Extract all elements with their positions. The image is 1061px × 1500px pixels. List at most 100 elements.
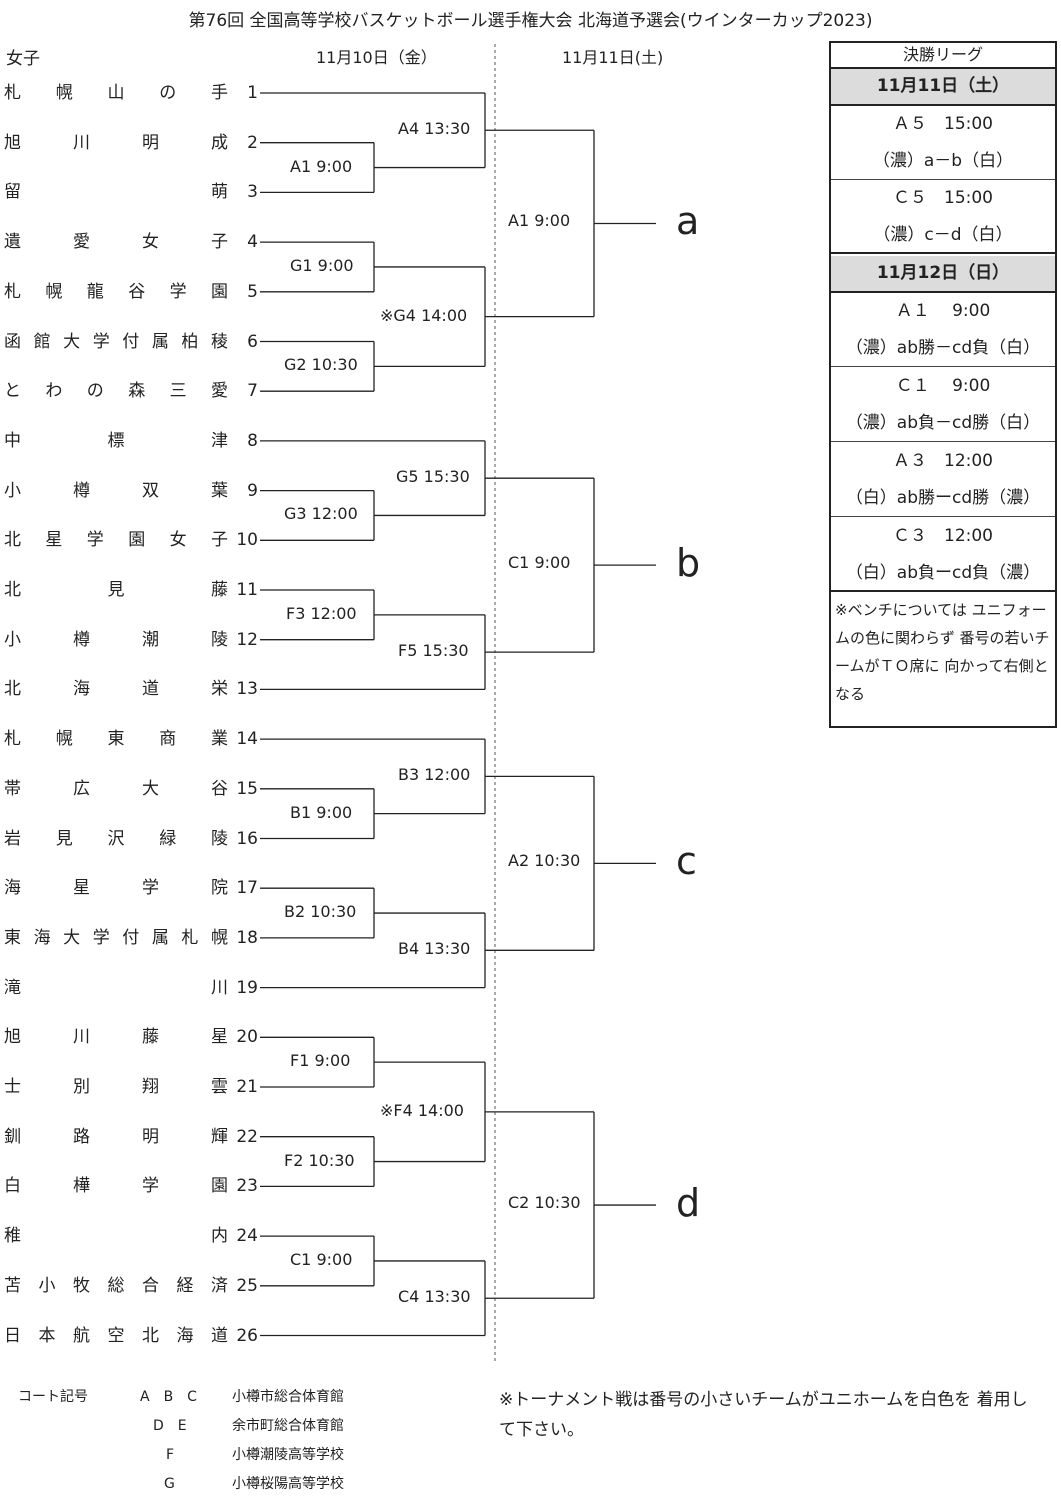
court-codes: D E <box>153 1418 187 1434</box>
team-name: 滝川 <box>4 977 228 998</box>
team-seed-number: 18 <box>236 927 258 948</box>
group-letter: a <box>676 199 700 244</box>
team-name: 白樺学園 <box>4 1176 228 1197</box>
final-game-time: Ａ５ 15:00 <box>893 114 993 134</box>
team-seed-number: 15 <box>236 778 258 799</box>
page-title: 第76回 全国高等学校バスケットボール選手権大会 北海道予選会(ウインターカップ… <box>188 11 873 31</box>
group-letter: c <box>676 839 697 884</box>
team-name: 北見藤 <box>4 580 228 600</box>
round3-match-label: C1 9:00 <box>506 553 573 574</box>
round1-match-label: F1 9:00 <box>288 1051 353 1072</box>
final-day1-label: 11月11日（土） <box>831 69 1055 106</box>
team-name: 稚内 <box>4 1226 228 1247</box>
court-venue: 小樽市総合体育館 <box>232 1389 344 1405</box>
final-game-time: Ｃ１ 9:00 <box>895 376 991 396</box>
team-seed-number: 20 <box>236 1027 258 1048</box>
team-name: 函館大学付属柏稜 <box>4 331 228 352</box>
round2-match-label: B4 13:30 <box>396 939 473 960</box>
team-name: 帯広大谷 <box>4 778 228 799</box>
team-name: 旭川藤星 <box>4 1027 228 1048</box>
final-game-matchup: （濃）c－d（白） <box>873 225 1013 245</box>
team-seed-number: 5 <box>247 281 258 302</box>
team-seed-number: 23 <box>236 1176 258 1197</box>
team-name: 岩見沢緑陵 <box>4 828 228 849</box>
round3-match-label: C2 10:30 <box>506 1193 583 1214</box>
team-seed-number: 11 <box>236 580 258 600</box>
final-game-time: Ａ１ 9:00 <box>895 301 991 321</box>
round2-match-label: C4 13:30 <box>396 1287 473 1308</box>
division-label: 女子 <box>6 49 40 69</box>
round2-match-label: F5 15:30 <box>396 641 471 662</box>
round1-match-label: G2 10:30 <box>282 355 360 376</box>
court-legend-label: コート記号 <box>18 1389 88 1405</box>
team-seed-number: 14 <box>236 729 258 750</box>
round1-match-label: B2 10:30 <box>282 902 359 923</box>
round2-match-label: ※G4 14:00 <box>378 305 470 326</box>
round2-match-label: G5 15:30 <box>394 467 472 488</box>
team-seed-number: 24 <box>236 1226 258 1247</box>
team-name: 海星学院 <box>4 878 228 899</box>
round3-match-label: A2 10:30 <box>506 851 583 872</box>
court-codes: A B C <box>140 1389 197 1405</box>
final-league-header: 決勝リーグ <box>831 43 1055 69</box>
team-name: 北海道栄 <box>4 679 228 700</box>
team-name: 小樽潮陵 <box>4 629 228 650</box>
date-day1: 11月10日（金） <box>316 48 437 67</box>
team-seed-number: 22 <box>236 1126 258 1147</box>
final-game-matchup: （濃）a－b（白） <box>872 151 1014 171</box>
team-seed-number: 17 <box>236 878 258 899</box>
round1-match-label: F3 12:00 <box>284 603 359 624</box>
team-seed-number: 6 <box>247 331 258 352</box>
team-seed-number: 7 <box>247 381 258 402</box>
final-game-matchup: （濃）ab負－cd勝（白） <box>845 413 1041 433</box>
team-seed-number: 9 <box>247 480 258 501</box>
bench-note: ※ベンチについては ユニフォームの色に関わらず 番号の若いチームがＴＯ席に 向か… <box>835 601 1050 703</box>
court-venue: 小樽桜陽高等学校 <box>232 1476 344 1492</box>
final-game-time: Ｃ５ 15:00 <box>893 188 993 208</box>
court-codes: G <box>164 1476 175 1492</box>
final-league-panel: 決勝リーグ 11月11日（土） Ａ５ 15:00 （濃）a－b（白） Ｃ５ 15… <box>829 41 1057 728</box>
team-seed-number: 16 <box>236 828 258 849</box>
team-name: とわの森三愛 <box>4 381 228 402</box>
team-name: 札幌山の手 <box>4 83 228 103</box>
final-game-time: Ａ３ 12:00 <box>893 451 993 471</box>
team-name: 士別翔雲 <box>4 1077 228 1097</box>
team-seed-number: 13 <box>236 679 258 700</box>
team-seed-number: 25 <box>236 1275 258 1296</box>
final-game: Ａ３ 12:00 （白）ab勝ーcd勝（濃） <box>831 443 1055 517</box>
final-game: Ａ１ 9:00 （濃）ab勝－cd負（白） <box>831 293 1055 367</box>
team-seed-number: 3 <box>247 182 258 203</box>
team-name: 東海大学付属札幌 <box>4 927 228 948</box>
team-name: 苫小牧総合経済 <box>4 1275 228 1296</box>
round1-match-label: B1 9:00 <box>288 802 355 823</box>
team-seed-number: 1 <box>247 83 258 103</box>
team-name: 旭川明成 <box>4 132 228 153</box>
round1-match-label: G1 9:00 <box>288 255 356 276</box>
round2-match-label: A4 13:30 <box>396 119 473 140</box>
team-seed-number: 26 <box>236 1325 258 1346</box>
team-name: 札幌東商業 <box>4 729 228 750</box>
final-game: Ｃ３ 12:00 （白）ab負ーcd負（濃） <box>831 518 1055 592</box>
team-name: 日本航空北海道 <box>4 1325 228 1346</box>
group-letter: d <box>676 1181 701 1226</box>
round2-match-label: ※F4 14:00 <box>378 1100 466 1121</box>
final-day2-label: 11月12日（日） <box>831 256 1055 293</box>
date-day2: 11月11日(土) <box>562 48 664 67</box>
team-name: 遺愛女子 <box>4 232 228 253</box>
team-seed-number: 21 <box>236 1077 258 1097</box>
round1-match-label: F2 10:30 <box>282 1150 357 1171</box>
uniform-footnote: ※トーナメント戦は番号の小さいチームがユニホームを白色を 着用して下さい。 <box>499 1390 1028 1440</box>
team-name: 中標津 <box>4 430 228 451</box>
final-game-matchup: （白）ab負ーcd負（濃） <box>845 563 1041 583</box>
team-name: 釧路明輝 <box>4 1126 228 1147</box>
round2-match-label: B3 12:00 <box>396 765 473 786</box>
team-seed-number: 8 <box>247 430 258 451</box>
team-seed-number: 19 <box>236 977 258 998</box>
round3-match-label: A1 9:00 <box>506 211 573 232</box>
group-letter: b <box>676 541 701 586</box>
final-game: Ａ５ 15:00 （濃）a－b（白） <box>831 106 1055 180</box>
team-seed-number: 2 <box>247 132 258 153</box>
final-game-matchup: （白）ab勝ーcd勝（濃） <box>845 488 1041 508</box>
final-game: Ｃ５ 15:00 （濃）c－d（白） <box>831 180 1055 254</box>
